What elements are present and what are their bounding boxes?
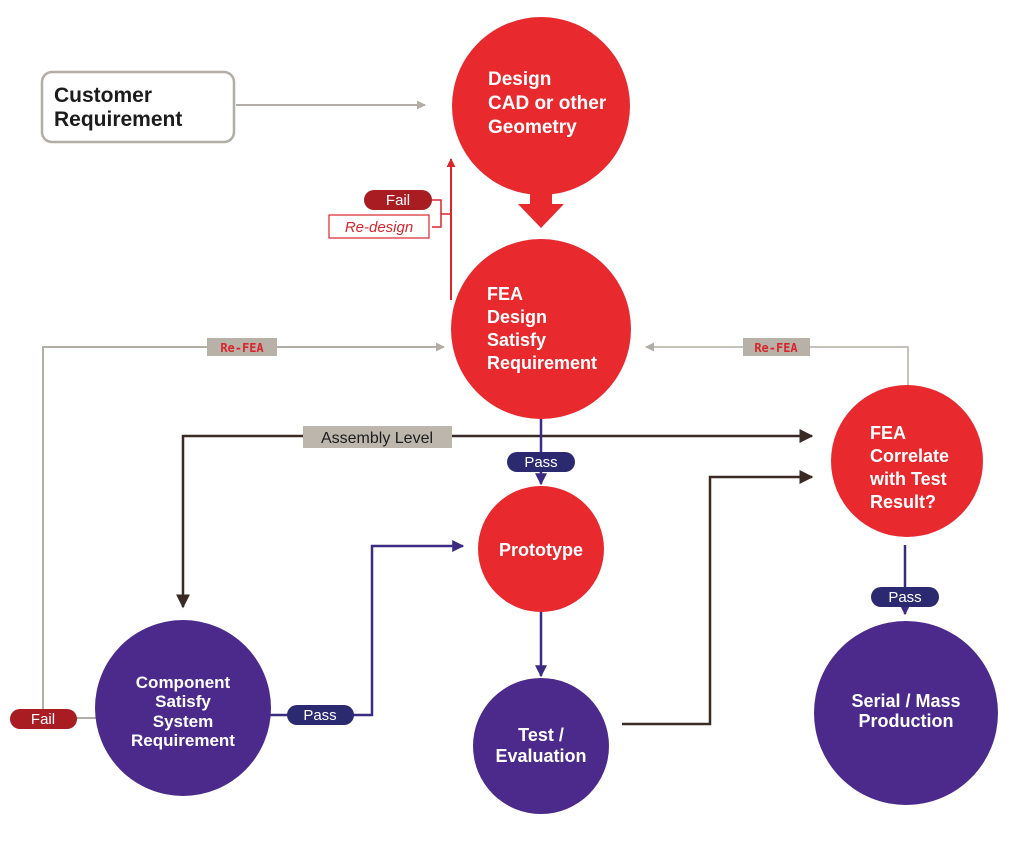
assembly-level-label: Assembly Level [321, 430, 433, 447]
fea-correlate-line2: Correlate [870, 446, 949, 466]
refea-tag-left: Re-FEA [207, 338, 277, 356]
fail-tag-top-label: Fail [386, 192, 410, 209]
test-evaluation-line2: Evaluation [495, 746, 586, 766]
arrow-component-to-prototype [352, 540, 465, 717]
prototype-node: Prototype [478, 486, 604, 612]
fea-correlate-node: FEA Correlate with Test Result? [831, 385, 983, 537]
pass-tag-correlate-label: Pass [888, 589, 921, 606]
pass-tag-fea-label: Pass [524, 454, 557, 471]
fea-design-line4: Requirement [487, 353, 597, 373]
pass-tag-fea: Pass [507, 452, 575, 472]
fail-tag-top: Fail [364, 190, 432, 210]
fail-tag-bottom-label: Fail [31, 711, 55, 728]
prototype-label: Prototype [499, 540, 583, 560]
redesign-bracket [432, 199, 451, 228]
fea-correlate-line3: with Test [869, 469, 947, 489]
refea-tag-right: Re-FEA [743, 338, 810, 356]
redesign-tag-label: Re-design [345, 219, 413, 236]
fea-correlate-line1: FEA [870, 423, 906, 443]
arrow-refea-right [645, 342, 909, 392]
pass-tag-correlate: Pass [871, 587, 939, 607]
fea-design-node: FEA Design Satisfy Requirement [451, 239, 631, 419]
component-node: Component Satisfy System Requirement [95, 620, 271, 796]
component-line2: Satisfy [155, 692, 211, 711]
test-evaluation-node: Test / Evaluation [473, 678, 609, 814]
refea-tag-left-label: Re-FEA [220, 341, 264, 355]
serial-mass-line2: Production [859, 711, 954, 731]
test-evaluation-line1: Test / [518, 725, 564, 745]
design-line3: Geometry [488, 117, 577, 138]
customer-requirement-line1: Customer [54, 84, 152, 107]
fea-design-line2: Design [487, 307, 547, 327]
fea-design-line3: Satisfy [487, 330, 546, 350]
component-line1: Component [136, 673, 231, 692]
design-node: Design CAD or other Geometry [452, 17, 630, 195]
serial-mass-line1: Serial / Mass [851, 691, 960, 711]
component-line4: Requirement [131, 731, 235, 750]
refea-tag-right-label: Re-FEA [754, 341, 798, 355]
arrow-test-to-correlate [622, 470, 814, 726]
design-line1: Design [488, 69, 551, 90]
customer-requirement-line2: Requirement [54, 108, 182, 131]
customer-requirement-box: Customer Requirement [40, 70, 236, 144]
redesign-tag: Re-design [328, 214, 430, 239]
fea-design-line1: FEA [487, 284, 523, 304]
pass-tag-component-label: Pass [303, 707, 336, 724]
design-line2: CAD or other [488, 93, 607, 114]
serial-mass-node: Serial / Mass Production [814, 621, 998, 805]
fea-correlate-line4: Result? [870, 492, 936, 512]
component-line3: System [153, 712, 213, 731]
fail-tag-bottom: Fail [10, 709, 77, 729]
assembly-level-tag: Assembly Level [303, 426, 452, 448]
pass-tag-component: Pass [287, 705, 354, 725]
